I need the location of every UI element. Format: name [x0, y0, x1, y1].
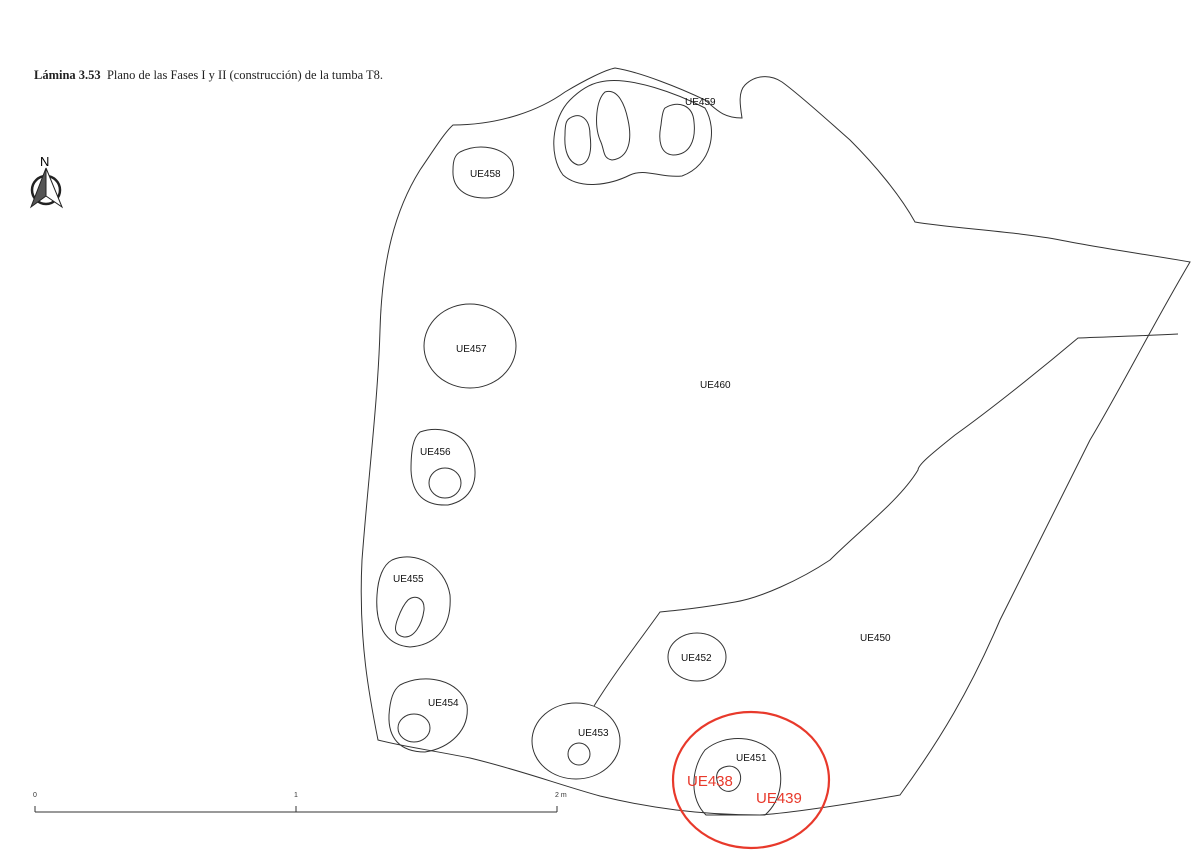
caption-text: Plano de las Fases I y II (construcción)…: [106, 68, 384, 82]
ue458-feature: UE458: [452, 146, 515, 199]
caption-label: Lámina 3.53: [34, 68, 101, 82]
highlight-annotation: UE438 UE439: [671, 710, 831, 850]
label-ue439: UE439: [756, 790, 802, 807]
ue459-feature: UE459: [553, 80, 716, 185]
north-arrow-icon: N: [29, 154, 64, 209]
label-ue438: UE438: [687, 773, 733, 790]
ue451-feature: UE451: [693, 738, 782, 816]
label-ue451: UE451: [736, 753, 767, 764]
scale-tick-0: 0: [33, 792, 37, 799]
ue455-feature: UE455: [376, 556, 451, 648]
label-ue459: UE459: [685, 97, 716, 108]
label-ue450: UE450: [860, 633, 891, 644]
svg-text:N: N: [40, 154, 49, 169]
label-ue456: UE456: [420, 447, 451, 458]
scale-tick-2: 2 m: [555, 792, 567, 799]
ue457-feature: UE457: [423, 303, 517, 389]
figure-caption: Lámina 3.53 Plano de las Fases I y II (c…: [34, 68, 383, 83]
ue450-boundary: [593, 333, 1179, 707]
highlight-circle: [671, 710, 831, 850]
ue456-feature: UE456: [410, 428, 476, 506]
scale-tick-1: 1: [294, 792, 298, 799]
label-ue457: UE457: [456, 344, 487, 355]
label-ue454: UE454: [428, 698, 459, 709]
label-ue460: UE460: [700, 380, 731, 391]
scale-bar: 0 1 2 m: [33, 792, 567, 813]
tomb-outline: [360, 67, 1191, 816]
ue453-feature: UE453: [531, 702, 621, 780]
label-ue458: UE458: [470, 169, 501, 180]
label-ue453: UE453: [578, 728, 609, 739]
ue452-feature: UE452: [667, 632, 727, 682]
label-ue452: UE452: [681, 653, 712, 664]
label-ue455: UE455: [393, 574, 424, 585]
ue454-feature: UE454: [388, 678, 468, 753]
